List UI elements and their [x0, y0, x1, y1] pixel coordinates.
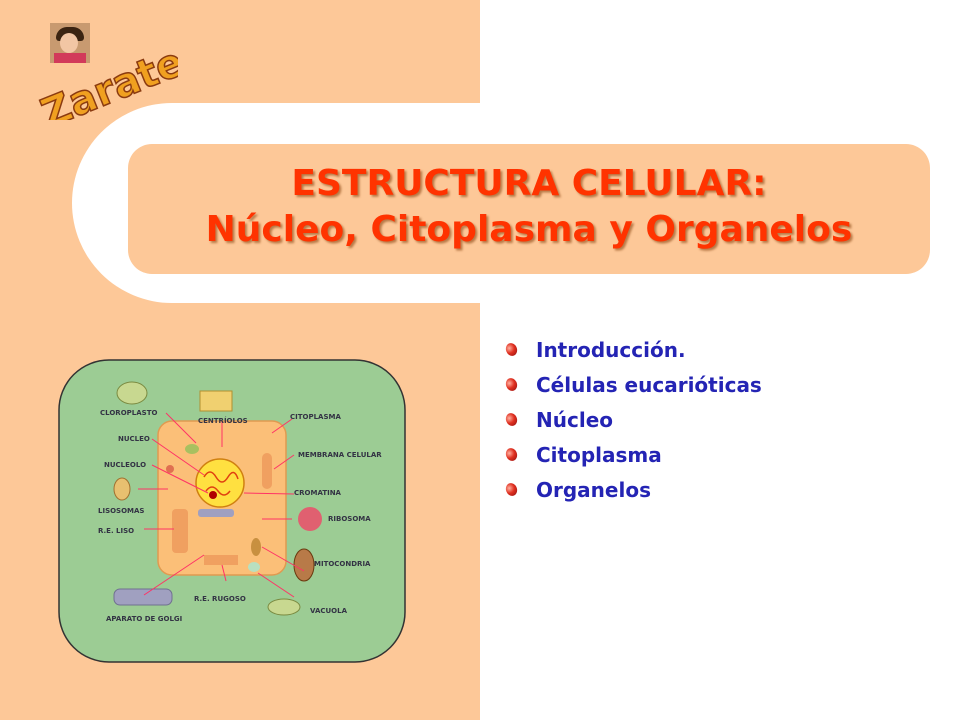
label-mitocondria: MITOCONDRIA — [314, 560, 371, 568]
chromatin — [203, 471, 239, 496]
avatar-face — [60, 33, 78, 53]
list-item-organelos[interactable]: Organelos — [504, 473, 762, 508]
label-lisosomas: LISOSOMAS — [98, 507, 144, 515]
topic-list: Introducción. Células eucarióticas Núcle… — [504, 333, 762, 508]
list-item-introduccion[interactable]: Introducción. — [504, 333, 762, 368]
label-centriolos: CENTRÍOLOS — [198, 416, 248, 425]
bullet-icon — [504, 481, 519, 498]
membrane-fold — [262, 453, 272, 489]
bullet-icon — [504, 446, 519, 463]
chloroplast-external — [116, 381, 148, 405]
nucleus — [195, 458, 245, 508]
logo-text: Zarate — [35, 39, 178, 120]
nucleolus — [209, 491, 217, 499]
label-nucleolo: NUCLEOLO — [104, 461, 146, 469]
label-nucleo: NUCLEO — [118, 435, 150, 443]
ribosome-external — [298, 507, 322, 531]
cell-diagram: CLOROPLASTO CENTRÍOLOS CITOPLASMA NUCLEO… — [58, 359, 406, 663]
avatar-photo — [50, 23, 90, 63]
lysosome-external — [113, 477, 131, 501]
bullet-icon — [504, 341, 519, 358]
page-title-line-2: Núcleo, Citoplasma y Organelos — [205, 209, 853, 250]
vacuole-external — [267, 598, 301, 616]
vacuole-inner — [248, 562, 260, 572]
mitochondria-external — [293, 548, 315, 582]
avatar-shirt — [54, 53, 86, 63]
bullet-icon — [504, 411, 519, 428]
title-box — [128, 144, 930, 274]
chloroplast-inner — [185, 444, 199, 454]
label-citoplasma: CITOPLASMA — [290, 413, 341, 421]
page-title-line-1: ESTRUCTURA CELULAR: — [291, 163, 767, 204]
label-lines — [138, 412, 305, 598]
list-item-nucleo[interactable]: Núcleo — [504, 403, 762, 438]
golgi-external — [113, 588, 173, 606]
list-item-celulas[interactable]: Células eucarióticas — [504, 368, 762, 403]
zarate-logo: Zarate — [34, 38, 178, 120]
bullet-icon — [504, 376, 519, 393]
list-item-citoplasma[interactable]: Citoplasma — [504, 438, 762, 473]
golgi-inner — [198, 509, 234, 517]
er-smooth-inner — [172, 509, 188, 553]
label-vacuola: VACUOLA — [310, 607, 348, 615]
centrioles-external — [199, 390, 233, 412]
label-cromatina: CROMATINA — [294, 489, 342, 497]
label-rerugoso: R.E. RUGOSO — [194, 595, 246, 603]
label-reliso: R.E. LISO — [98, 527, 134, 535]
er-rough-inner — [204, 555, 238, 565]
lysosome-inner — [166, 465, 174, 473]
label-cloroplasto: CLOROPLASTO — [100, 409, 157, 417]
mitochondria-inner — [251, 538, 261, 556]
label-ribosoma: RIBOSOMA — [328, 515, 371, 523]
label-golgi: APARATO DE GOLGI — [106, 615, 182, 623]
label-membrana: MEMBRANA CELULAR — [298, 451, 382, 459]
